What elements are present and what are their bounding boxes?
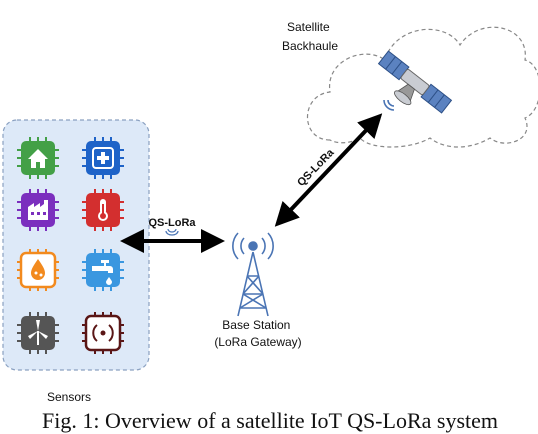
base-station-tower-icon: [232, 232, 274, 317]
satellite-label-line2: Backhaule: [282, 39, 338, 53]
sensor-thermometer-icon: [82, 189, 124, 231]
satellite-icon: [377, 50, 453, 114]
satellite-link-arrow: [274, 113, 383, 227]
sensor-water-tap-icon: [82, 249, 124, 291]
sensor-wind-turbine-icon: [17, 312, 59, 354]
satellite-label-line1: Satellite: [287, 20, 330, 34]
figure-caption: Fig. 1: Overview of a satellite IoT QS-L…: [42, 408, 498, 433]
base-station-label-line1: Base Station: [222, 318, 290, 332]
sensor-link-signal-icon: [165, 228, 179, 236]
satellite-signal-icon: [383, 99, 395, 111]
base-station-label-line2: (LoRa Gateway): [214, 335, 301, 349]
sensor-factory-icon: [17, 189, 59, 231]
svg-text:Satellite Backhaule: Satellite Backhaule: [282, 20, 338, 53]
sensor-home-icon: [17, 137, 59, 179]
svg-text:Base Station (LoRa Gateway: Base Station (LoRa Gateway): [214, 318, 301, 349]
sensor-medical-icon: [82, 137, 124, 179]
sensors-panel: [2, 119, 150, 371]
sensor-chip-icon: [82, 312, 124, 354]
sensors-label: Sensors: [47, 390, 91, 404]
sensor-humidity-icon: [17, 249, 59, 291]
sensor-link-label: QS-LoRa: [148, 217, 196, 229]
